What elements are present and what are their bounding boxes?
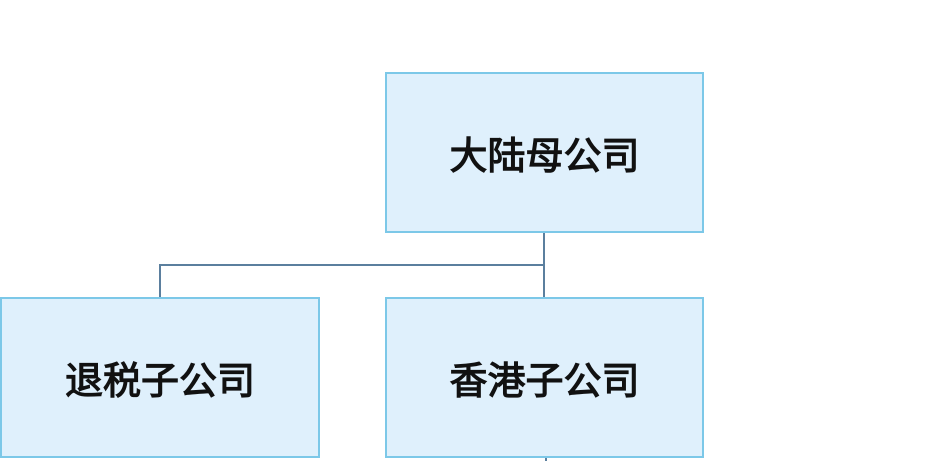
node-label: 退税子公司 <box>64 359 255 403</box>
node-mainland-parent-company: 大陆母公司 <box>385 72 704 233</box>
node-label: 大陆母公司 <box>449 134 640 178</box>
connector-hk-down <box>545 458 547 461</box>
node-hong-kong-subsidiary: 香港子公司 <box>385 297 704 458</box>
connector-horizontal <box>159 264 545 266</box>
node-label: 香港子公司 <box>449 359 640 403</box>
node-tax-refund-subsidiary: 退税子公司 <box>0 297 320 458</box>
connector-left-down <box>159 264 161 298</box>
